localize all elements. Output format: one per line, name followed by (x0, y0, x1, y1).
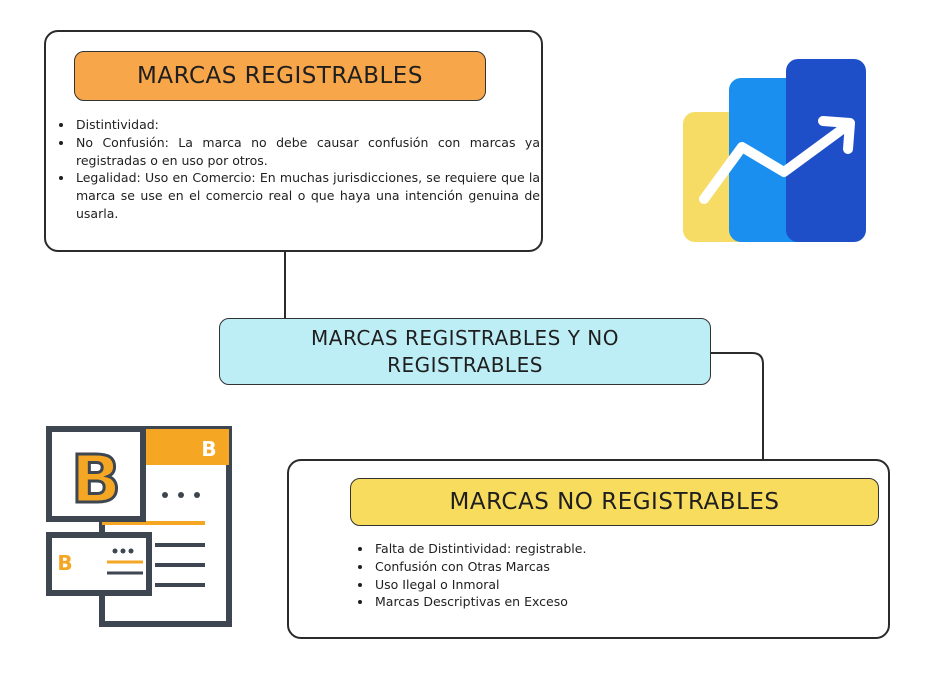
growth-arrow-head (818, 116, 855, 154)
no-registrables-item: Uso Ilegal o Inmoral (373, 576, 873, 594)
center-node: MARCAS REGISTRABLES Y NO REGISTRABLES (219, 318, 711, 385)
back-document-letter: B (201, 437, 216, 461)
back-document-header (142, 429, 229, 465)
no-registrables-item: Marcas Descriptivas en Exceso (373, 593, 873, 611)
no-registrables-title-text: MARCAS NO REGISTRABLES (449, 489, 780, 515)
growth-chart-icon (683, 59, 866, 242)
growth-arrow-line (699, 120, 853, 204)
registrables-title: MARCAS REGISTRABLES (74, 51, 486, 101)
brand-documents-icon: B B B (46, 426, 232, 627)
registrables-item: Legalidad: Uso en Comercio: En muchas ju… (74, 169, 540, 222)
no-registrables-title: MARCAS NO REGISTRABLES (350, 478, 879, 526)
no-registrables-card: MARCAS NO REGISTRABLES Falta de Distinti… (287, 459, 890, 639)
no-registrables-item: Confusión con Otras Marcas (373, 558, 873, 576)
no-registrables-item: Falta de Distintividad: registrable. (373, 540, 873, 558)
no-registrables-list: Falta de Distintividad: registrable. Con… (359, 540, 873, 611)
registrables-list: Distintividad: No Confusión: La marca no… (60, 116, 540, 223)
logo-card-letter: B (71, 441, 121, 518)
growth-bar-blue-dark (786, 59, 866, 242)
registrables-item: Distintividad: (74, 116, 540, 134)
registrables-title-text: MARCAS REGISTRABLES (137, 63, 423, 89)
business-card-letter: B (57, 551, 72, 575)
business-card (46, 532, 152, 596)
logo-card (46, 426, 146, 522)
connector-no-registrables (710, 352, 764, 460)
center-node-title: MARCAS REGISTRABLES Y NO REGISTRABLES (311, 325, 619, 377)
registrables-item: No Confusión: La marca no debe causar co… (74, 134, 540, 170)
registrables-card: MARCAS REGISTRABLES Distintividad: No Co… (44, 30, 543, 252)
